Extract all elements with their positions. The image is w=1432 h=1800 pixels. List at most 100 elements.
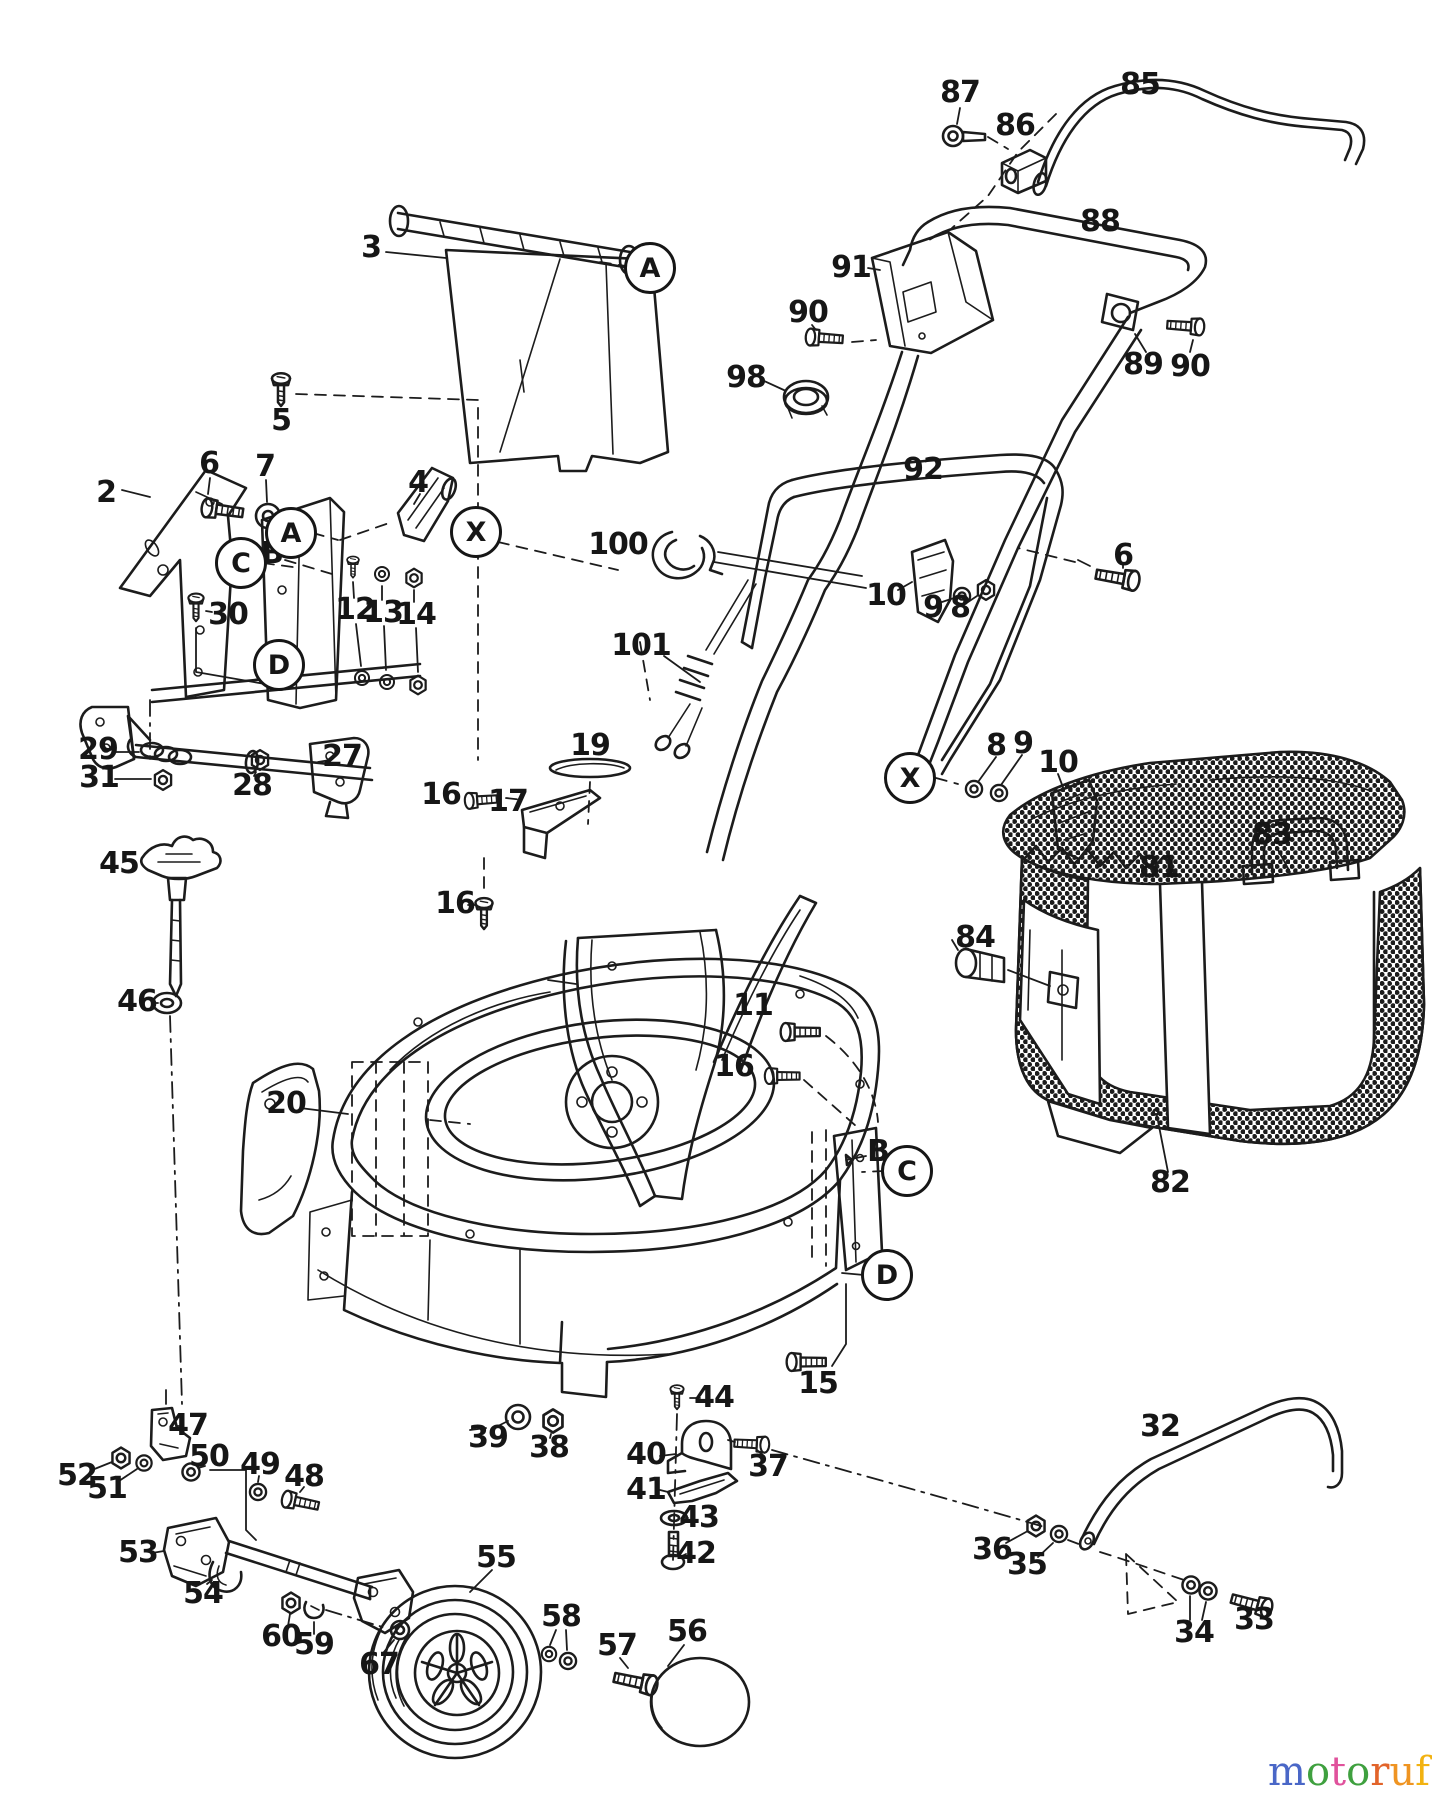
latch-stack-leader [672, 1413, 678, 1561]
part-number-label: 7 [255, 449, 276, 484]
part-number-label: 5 [271, 403, 292, 438]
assembly-callout-D: D [253, 639, 305, 691]
part-number-label: 90 [788, 295, 829, 330]
part-number-label: 20 [266, 1086, 307, 1121]
motoruf-watermark: motoruf .de [1268, 1752, 1432, 1792]
part-number-label: 49 [240, 1447, 281, 1482]
part-number-label: 8 [986, 728, 1007, 763]
washers-58 [540, 1629, 578, 1671]
part-number-label: 29 [78, 732, 119, 767]
watermark-letter: u [1389, 1749, 1416, 1795]
washer-50 [181, 1462, 257, 1541]
bracket-53-right [352, 1568, 415, 1635]
part-number-label: 86 [995, 108, 1036, 143]
watermark-letter: o [1305, 1749, 1331, 1795]
part-number-label: 35 [1007, 1547, 1048, 1582]
bolt-16-lower [467, 857, 494, 931]
bolt-15 [785, 1283, 847, 1373]
bolt-42 [660, 1530, 687, 1571]
part-number-label: 16 [435, 886, 476, 921]
leader-27 [317, 759, 331, 763]
part-number-label: 15 [798, 1366, 839, 1401]
cable-clip-100 [651, 530, 867, 589]
part-number-label: 6 [1113, 538, 1134, 573]
washer-51 [118, 1454, 153, 1482]
part-number-label: 3 [361, 230, 382, 265]
part-number-label: 9 [923, 590, 944, 625]
upper-handle-bar-85 [951, 78, 1366, 229]
part-number-label: 81 [1139, 850, 1180, 885]
cable-clip-86 [1000, 148, 1048, 195]
nut-31 [114, 768, 173, 792]
nut-38 [542, 1408, 564, 1439]
part-number-label: 32 [1140, 1409, 1181, 1444]
nut-28 [250, 748, 270, 777]
part-number-label: 91 [831, 250, 872, 285]
part-number-label: 37 [748, 1449, 789, 1484]
gasket-19 [548, 757, 632, 825]
wing-bolt-45 [139, 835, 222, 998]
part-number-label: 10 [1038, 745, 1079, 780]
bushing-54 [206, 1560, 243, 1593]
part-number-label: 55 [476, 1540, 517, 1575]
part-number-label: 17 [488, 784, 529, 819]
bolt-16-upper [463, 789, 525, 811]
part-number-label: 16 [421, 777, 462, 812]
bolt-16-deck [763, 1066, 857, 1127]
latch-41 [659, 1471, 739, 1505]
part-number-label: 46 [117, 984, 158, 1019]
part-number-label: 101 [611, 628, 672, 663]
bolt-57 [611, 1657, 661, 1698]
part-number-label: 83 [1252, 817, 1293, 852]
washer-8-left [967, 578, 996, 603]
fasteners-12-13-14 [346, 555, 427, 696]
part-number-label: 11 [733, 988, 774, 1023]
part-number-label: 53 [118, 1535, 159, 1570]
washer-35 [1037, 1524, 1085, 1558]
hub-cap-56 [649, 1644, 751, 1748]
assembly-callout-D: D [861, 1249, 913, 1301]
screw-5 [270, 372, 479, 541]
nut-36 [1005, 1514, 1046, 1544]
screw-87 [941, 107, 1009, 150]
part-number-label: 19 [570, 728, 611, 763]
bolt-90-left [804, 324, 877, 349]
bolt-6-left [199, 477, 246, 524]
callout-leaders-left [262, 532, 651, 701]
assembly-callout-C: C [881, 1145, 933, 1197]
part-number-label: 27 [322, 739, 363, 774]
bolt-6-right [1017, 547, 1143, 593]
part-number-label: 47 [168, 1408, 209, 1443]
bolt-48 [279, 1486, 322, 1516]
pivot-47 [149, 1389, 192, 1462]
part-number-label: 56 [667, 1614, 708, 1649]
screw-44 [669, 1384, 701, 1411]
rear-bar-32 [1078, 1396, 1344, 1551]
bolt-11 [779, 1021, 879, 1123]
part-number-label: 4 [408, 465, 429, 500]
washer-43 [659, 1509, 689, 1527]
part-number-label: 12 [335, 592, 376, 627]
washer-9-left [941, 586, 972, 606]
lower-handle-92 [740, 453, 1064, 776]
part-number-label: 54 [183, 1576, 224, 1611]
screw-30 [187, 592, 289, 689]
watermark-letter: o [1346, 1749, 1371, 1795]
discharge-chute-18 [547, 894, 818, 1208]
leader-82 [1152, 1108, 1169, 1173]
assembly-callout-A: A [624, 242, 676, 294]
part-number-label: 50 [189, 1439, 230, 1474]
part-number-label: 36 [972, 1532, 1013, 1567]
part-number-label: 58 [541, 1599, 582, 1634]
washer-46 [151, 991, 183, 1405]
part-number-label: 43 [679, 1500, 720, 1535]
part-number-label: 41 [626, 1472, 667, 1507]
part-number-label: 67 [359, 1647, 400, 1682]
part-number-label: 13 [363, 595, 404, 630]
switch-box-91 [867, 230, 995, 355]
washers-34 [1181, 1575, 1218, 1621]
part-number-label: 98 [726, 360, 767, 395]
part-number-label: 88 [1080, 204, 1121, 239]
part-number-label: 39 [468, 1420, 509, 1455]
